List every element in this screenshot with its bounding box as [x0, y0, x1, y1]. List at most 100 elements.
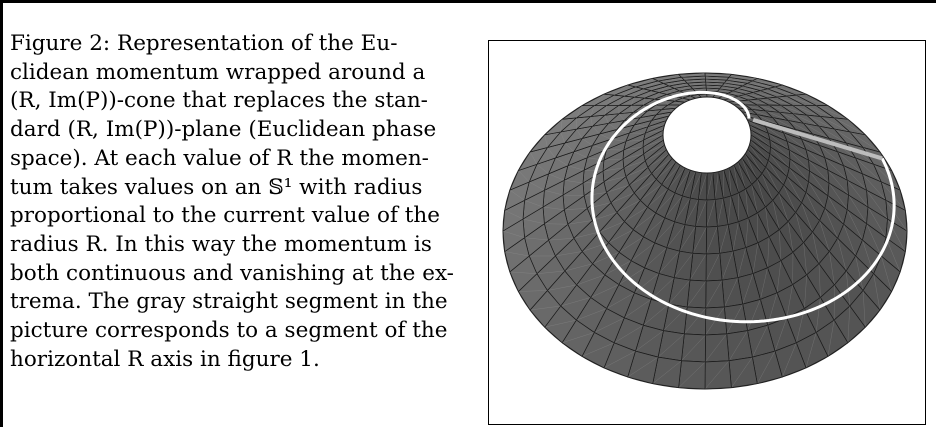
caption-line-1: Figure 2: Representation of the Eu-: [10, 31, 398, 56]
facet-diagonal: [644, 247, 667, 269]
facet-diagonal: [714, 171, 719, 200]
facet-diagonal: [747, 299, 761, 331]
facet-diagonal: [592, 126, 600, 135]
facet-diagonal: [827, 195, 844, 225]
facet-diagonal: [808, 181, 825, 209]
facet-diagonal: [873, 164, 901, 191]
facet-diagonal: [684, 199, 699, 225]
facet-diagonal: [623, 160, 646, 169]
facet-diagonal: [627, 356, 659, 378]
facet-diagonal: [760, 267, 768, 300]
facet-diagonal: [599, 221, 625, 233]
facet-diagonal: [584, 192, 607, 196]
facet-diagonal: [689, 81, 706, 87]
facet-diagonal: [667, 167, 686, 190]
facet-diagonal: [654, 92, 660, 100]
facet-diagonal: [767, 236, 770, 268]
facet-diagonal: [731, 357, 753, 388]
facet-diagonal: [881, 255, 892, 292]
facet-diagonal: [544, 223, 568, 225]
facet-diagonal: [885, 200, 908, 232]
facet-diagonal: [640, 117, 652, 121]
facet-diagonal: [658, 74, 679, 82]
facet-diagonal: [765, 207, 770, 237]
facet-diagonal: [828, 182, 848, 210]
facet-diagonal: [818, 263, 821, 298]
facet-diagonal: [723, 170, 725, 199]
facet-diagonal: [804, 105, 835, 119]
facet-diagonal: [582, 138, 593, 146]
facet-diagonal: [827, 170, 849, 196]
momentum-spiral: [590, 90, 896, 324]
facet-diagonal: [726, 79, 753, 82]
facet-diagonal: [614, 325, 644, 343]
facet-diagonal: [728, 93, 746, 95]
facet-diagonal: [548, 173, 565, 181]
facet-diagonal: [873, 273, 881, 311]
cone-facet: [726, 330, 753, 362]
facet-diagonal: [834, 117, 866, 135]
facet-diagonal: [606, 292, 635, 309]
facet-diagonal: [772, 117, 796, 130]
facet-diagonal: [862, 173, 887, 201]
facet-diagonal: [603, 176, 626, 183]
facet-diagonal: [733, 165, 739, 193]
facet-diagonal: [769, 139, 791, 160]
facet-diagonal: [855, 157, 882, 183]
caption-line-10: trema. The gray straight segment in the: [10, 289, 448, 315]
facet-diagonal: [656, 161, 677, 180]
facet-diagonal: [536, 270, 565, 274]
facet-diagonal: [502, 230, 525, 238]
facet-diagonal: [590, 105, 595, 117]
facet-diagonal: [618, 267, 645, 285]
facet-diagonal: [504, 210, 524, 220]
facet-diagonal: [745, 189, 749, 218]
facet-diagonal: [544, 134, 548, 148]
facet-diagonal: [742, 273, 754, 305]
facet-diagonal: [717, 90, 733, 92]
facet-diagonal: [706, 88, 720, 92]
facet-diagonal: [783, 132, 807, 150]
facet-diagonal: [824, 208, 838, 239]
facet-diagonal: [642, 139, 664, 148]
facet-diagonal: [843, 224, 856, 257]
facet-diagonal: [576, 308, 607, 321]
facet-diagonal: [698, 172, 708, 200]
facet-diagonal: [656, 114, 669, 117]
facet-diagonal: [661, 109, 673, 113]
facet-diagonal: [770, 146, 790, 168]
facet-diagonal: [829, 251, 835, 285]
facet-diagonal: [780, 105, 807, 116]
facet-diagonal: [631, 242, 655, 261]
facet-diagonal: [806, 114, 835, 130]
facet-diagonal: [789, 158, 809, 182]
caption-line-6: tum takes values on an 𝕊¹ with radius: [10, 174, 423, 200]
facet-diagonal: [645, 149, 667, 161]
facet-diagonal: [629, 173, 652, 186]
facet-diagonal: [786, 95, 817, 106]
caption-label: Figure 2:: [10, 31, 111, 56]
facet-diagonal: [560, 119, 563, 132]
facet-diagonal: [674, 100, 681, 105]
cone-figure: [502, 72, 908, 390]
cone-facet: [728, 356, 758, 389]
facet-diagonal: [581, 342, 615, 357]
cone-facet: [706, 199, 718, 228]
facet-diagonal: [692, 84, 707, 89]
caption-line-7: proportional to the current value of the: [10, 203, 440, 229]
facet-diagonal: [564, 180, 584, 184]
facet-diagonal: [705, 77, 730, 80]
facet-diagonal: [779, 112, 804, 124]
facet-diagonal: [548, 238, 574, 241]
facet-diagonal: [777, 96, 805, 106]
facet-diagonal: [751, 184, 758, 213]
facet-diagonal: [705, 306, 725, 336]
facet-diagonal: [564, 263, 593, 272]
facet-diagonal: [787, 141, 809, 161]
facet-diagonal: [801, 139, 825, 158]
cone-facet: [705, 226, 721, 255]
facet-diagonal: [757, 179, 766, 208]
facet-diagonal: [616, 200, 641, 213]
facet-diagonal: [808, 160, 830, 184]
figure-frame: [488, 40, 926, 425]
